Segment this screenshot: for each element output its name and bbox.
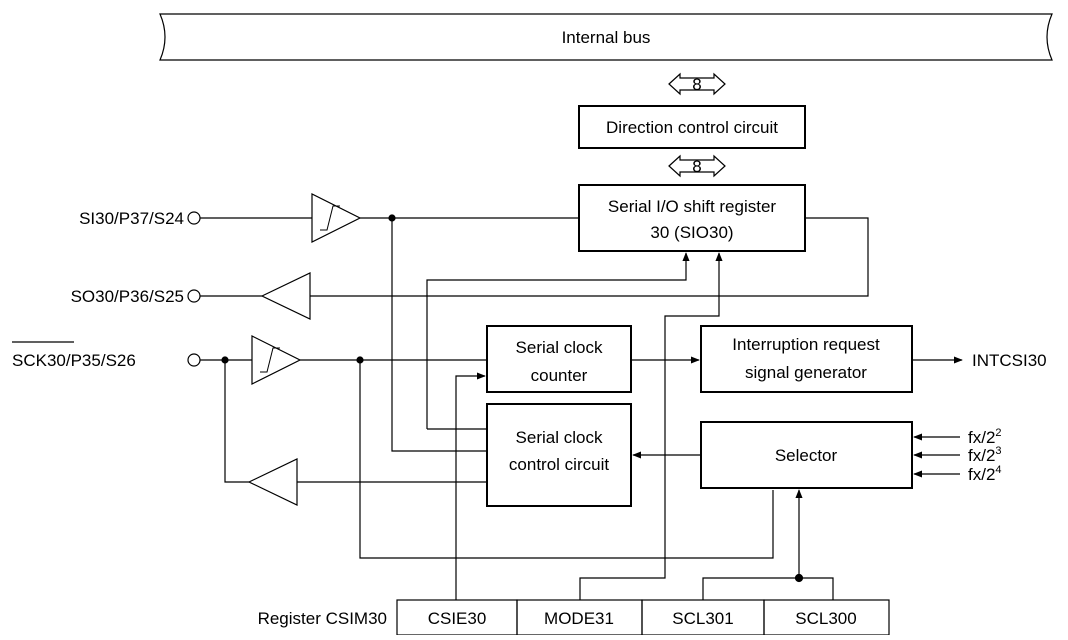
internal-bus-label: Internal bus	[562, 28, 651, 47]
register-csie30-text: CSIE30	[428, 609, 487, 628]
si30-pin	[187, 211, 201, 225]
direction-control-block	[578, 105, 806, 149]
selector-label: Selector	[775, 446, 838, 465]
control-label-line2: control circuit	[509, 455, 609, 474]
bus-connector-top	[668, 72, 726, 96]
counter-label-line1: Serial clock	[516, 338, 603, 357]
sck30-label: SCK30/P35/S26	[12, 351, 136, 370]
clock-fx-2-2: fx/22	[968, 427, 1002, 447]
so-output-buffer	[260, 272, 311, 320]
counter-label-line2: counter	[531, 366, 588, 385]
si-schmitt-buffer	[311, 193, 362, 243]
clock-fx-2-3: fx/23	[968, 445, 1002, 465]
si30-label: SI30/P37/S24	[79, 209, 184, 228]
register-mode31-text: MODE31	[544, 609, 614, 628]
internal-bus	[159, 13, 1053, 61]
control-label-line1: Serial clock	[516, 428, 603, 447]
so30-label: SO30/P36/S25	[71, 287, 184, 306]
sio-label-line2: 30 (SIO30)	[650, 223, 733, 242]
interrupt-generator-block	[700, 325, 913, 393]
serial-clock-control-block	[486, 403, 632, 507]
serial-clock-counter-block	[486, 325, 632, 393]
so30-pin	[187, 289, 201, 303]
sck-schmitt-icon	[260, 347, 280, 373]
direction-control-label: Direction control circuit	[606, 118, 778, 137]
sck30-pin	[187, 353, 201, 367]
intcsi30-label: INTCSI30	[972, 351, 1047, 370]
sck30-rest-text: /P35/S26	[66, 351, 136, 370]
si-schmitt-icon	[320, 205, 340, 231]
register-scl300-text: SCL300	[795, 609, 856, 628]
bus-width-bottom: 8	[692, 157, 701, 176]
clock-fx-2-4: fx/24	[968, 464, 1002, 484]
bus-connector-bottom	[668, 154, 726, 178]
irq-label-line1: Interruption request	[732, 335, 880, 354]
register-scl301-text: SCL301	[672, 609, 733, 628]
sio-label-line1: Serial I/O shift register	[608, 197, 777, 216]
sck-output-buffer	[247, 458, 298, 506]
bus-width-top: 8	[692, 75, 701, 94]
sck-schmitt-buffer	[251, 335, 302, 385]
register-label: Register CSIM30	[258, 609, 387, 628]
irq-label-line2: signal generator	[745, 363, 867, 382]
sck30-overbar-text: SCK30	[12, 351, 66, 370]
